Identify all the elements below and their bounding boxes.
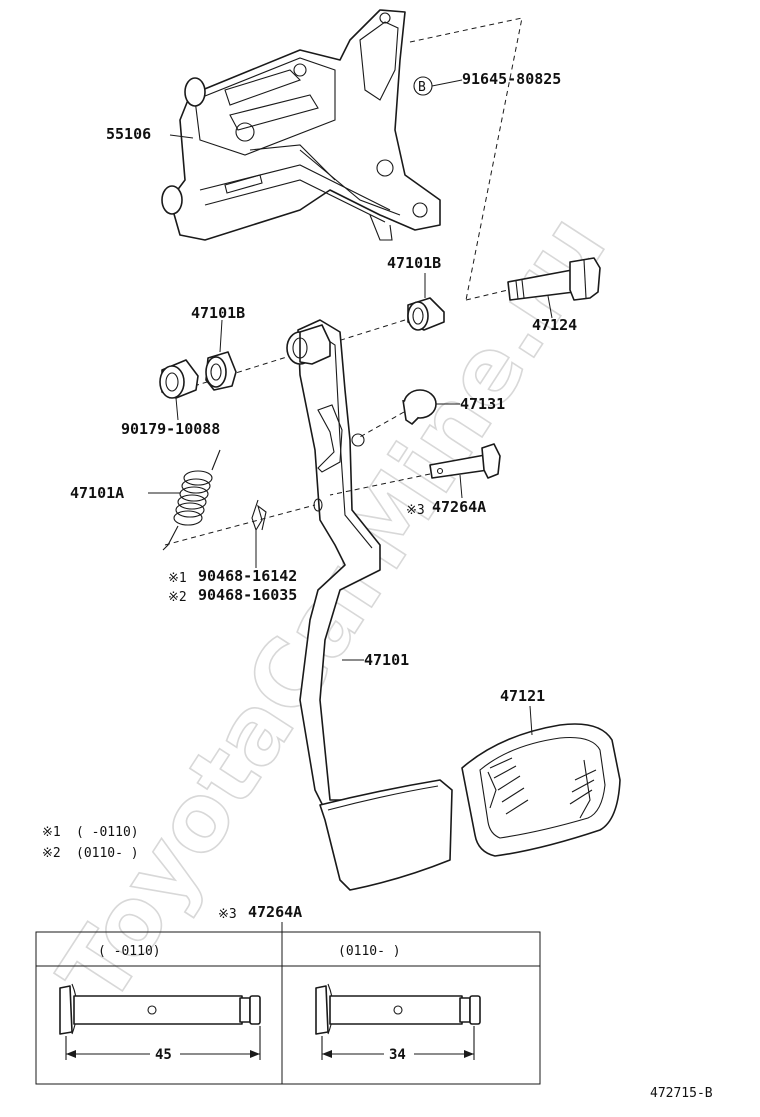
leader-90179 <box>175 397 179 421</box>
leader-47264a <box>459 474 463 499</box>
brake-pedal-arm-47101 <box>286 319 381 821</box>
note-1-text: ( -0110) <box>76 825 139 840</box>
figure-code: 472715-B <box>650 1086 713 1101</box>
label-91645-80825: 91645-80825 <box>462 70 561 88</box>
pin-47264a <box>429 443 501 479</box>
pin-long-45 <box>59 983 261 1035</box>
ref-mark-1: ※1 <box>168 571 187 586</box>
return-spring-47101a <box>162 449 221 551</box>
label-47101: 47101 <box>364 651 409 669</box>
label-47124: 47124 <box>532 316 577 334</box>
dashed-line-spring <box>164 504 316 546</box>
pin-short-34 <box>315 983 481 1035</box>
note-2-mark: ※2 <box>42 846 61 861</box>
dimension-34-value: 34 <box>389 1047 406 1063</box>
dim-34-bg <box>384 1046 414 1062</box>
dim-45-bg <box>150 1046 180 1062</box>
stopper-47131 <box>402 389 437 425</box>
leader-91645 <box>431 79 463 87</box>
dimension-45-value: 45 <box>155 1047 172 1063</box>
table-col2-header: (0110- ) <box>338 944 401 959</box>
note-2-text: (0110- ) <box>76 846 139 861</box>
table-col1-header: ( -0110) <box>98 944 161 959</box>
leader-55106 <box>169 134 194 139</box>
pedal-pad-cover-47121 <box>461 723 621 857</box>
detail-table <box>35 931 541 1085</box>
label-47264a: 47264A <box>432 498 486 516</box>
label-47101b-left: 47101B <box>191 304 245 322</box>
bolt-47124 <box>507 257 601 301</box>
dimension-34 <box>321 1026 475 1060</box>
label-90468-16035: 90468-16035 <box>198 586 297 604</box>
label-47131: 47131 <box>460 395 505 413</box>
brake-pedal-pad <box>319 779 453 891</box>
pedal-bracket-55106 <box>161 9 441 241</box>
label-55106: 55106 <box>106 125 151 143</box>
dashed-line-47124 <box>465 289 509 301</box>
label-47101a: 47101A <box>70 484 124 502</box>
bushing-47101b-left <box>205 351 237 391</box>
leader-47124 <box>547 295 553 319</box>
ref-mark-3: ※3 <box>406 503 425 518</box>
leader-47121 <box>529 705 533 736</box>
ref-mark-2: ※2 <box>168 590 187 605</box>
circle-b-letter: B <box>418 80 426 95</box>
table-part-label: 47264A <box>248 903 302 921</box>
dashed-line-pin <box>329 473 431 496</box>
table-ref-mark: ※3 <box>218 907 237 922</box>
clip-90468 <box>251 499 267 532</box>
note-1-mark: ※1 <box>42 825 61 840</box>
collar-90179-10088 <box>159 359 199 399</box>
label-47121: 47121 <box>500 687 545 705</box>
label-90468-16142: 90468-16142 <box>198 567 297 585</box>
dashed-reference-line <box>409 17 523 301</box>
bushing-47101b-top <box>407 297 445 331</box>
leader-47101b-left <box>219 319 223 353</box>
label-47101b-top: 47101B <box>387 254 441 272</box>
label-90179-10088: 90179-10088 <box>121 420 220 438</box>
